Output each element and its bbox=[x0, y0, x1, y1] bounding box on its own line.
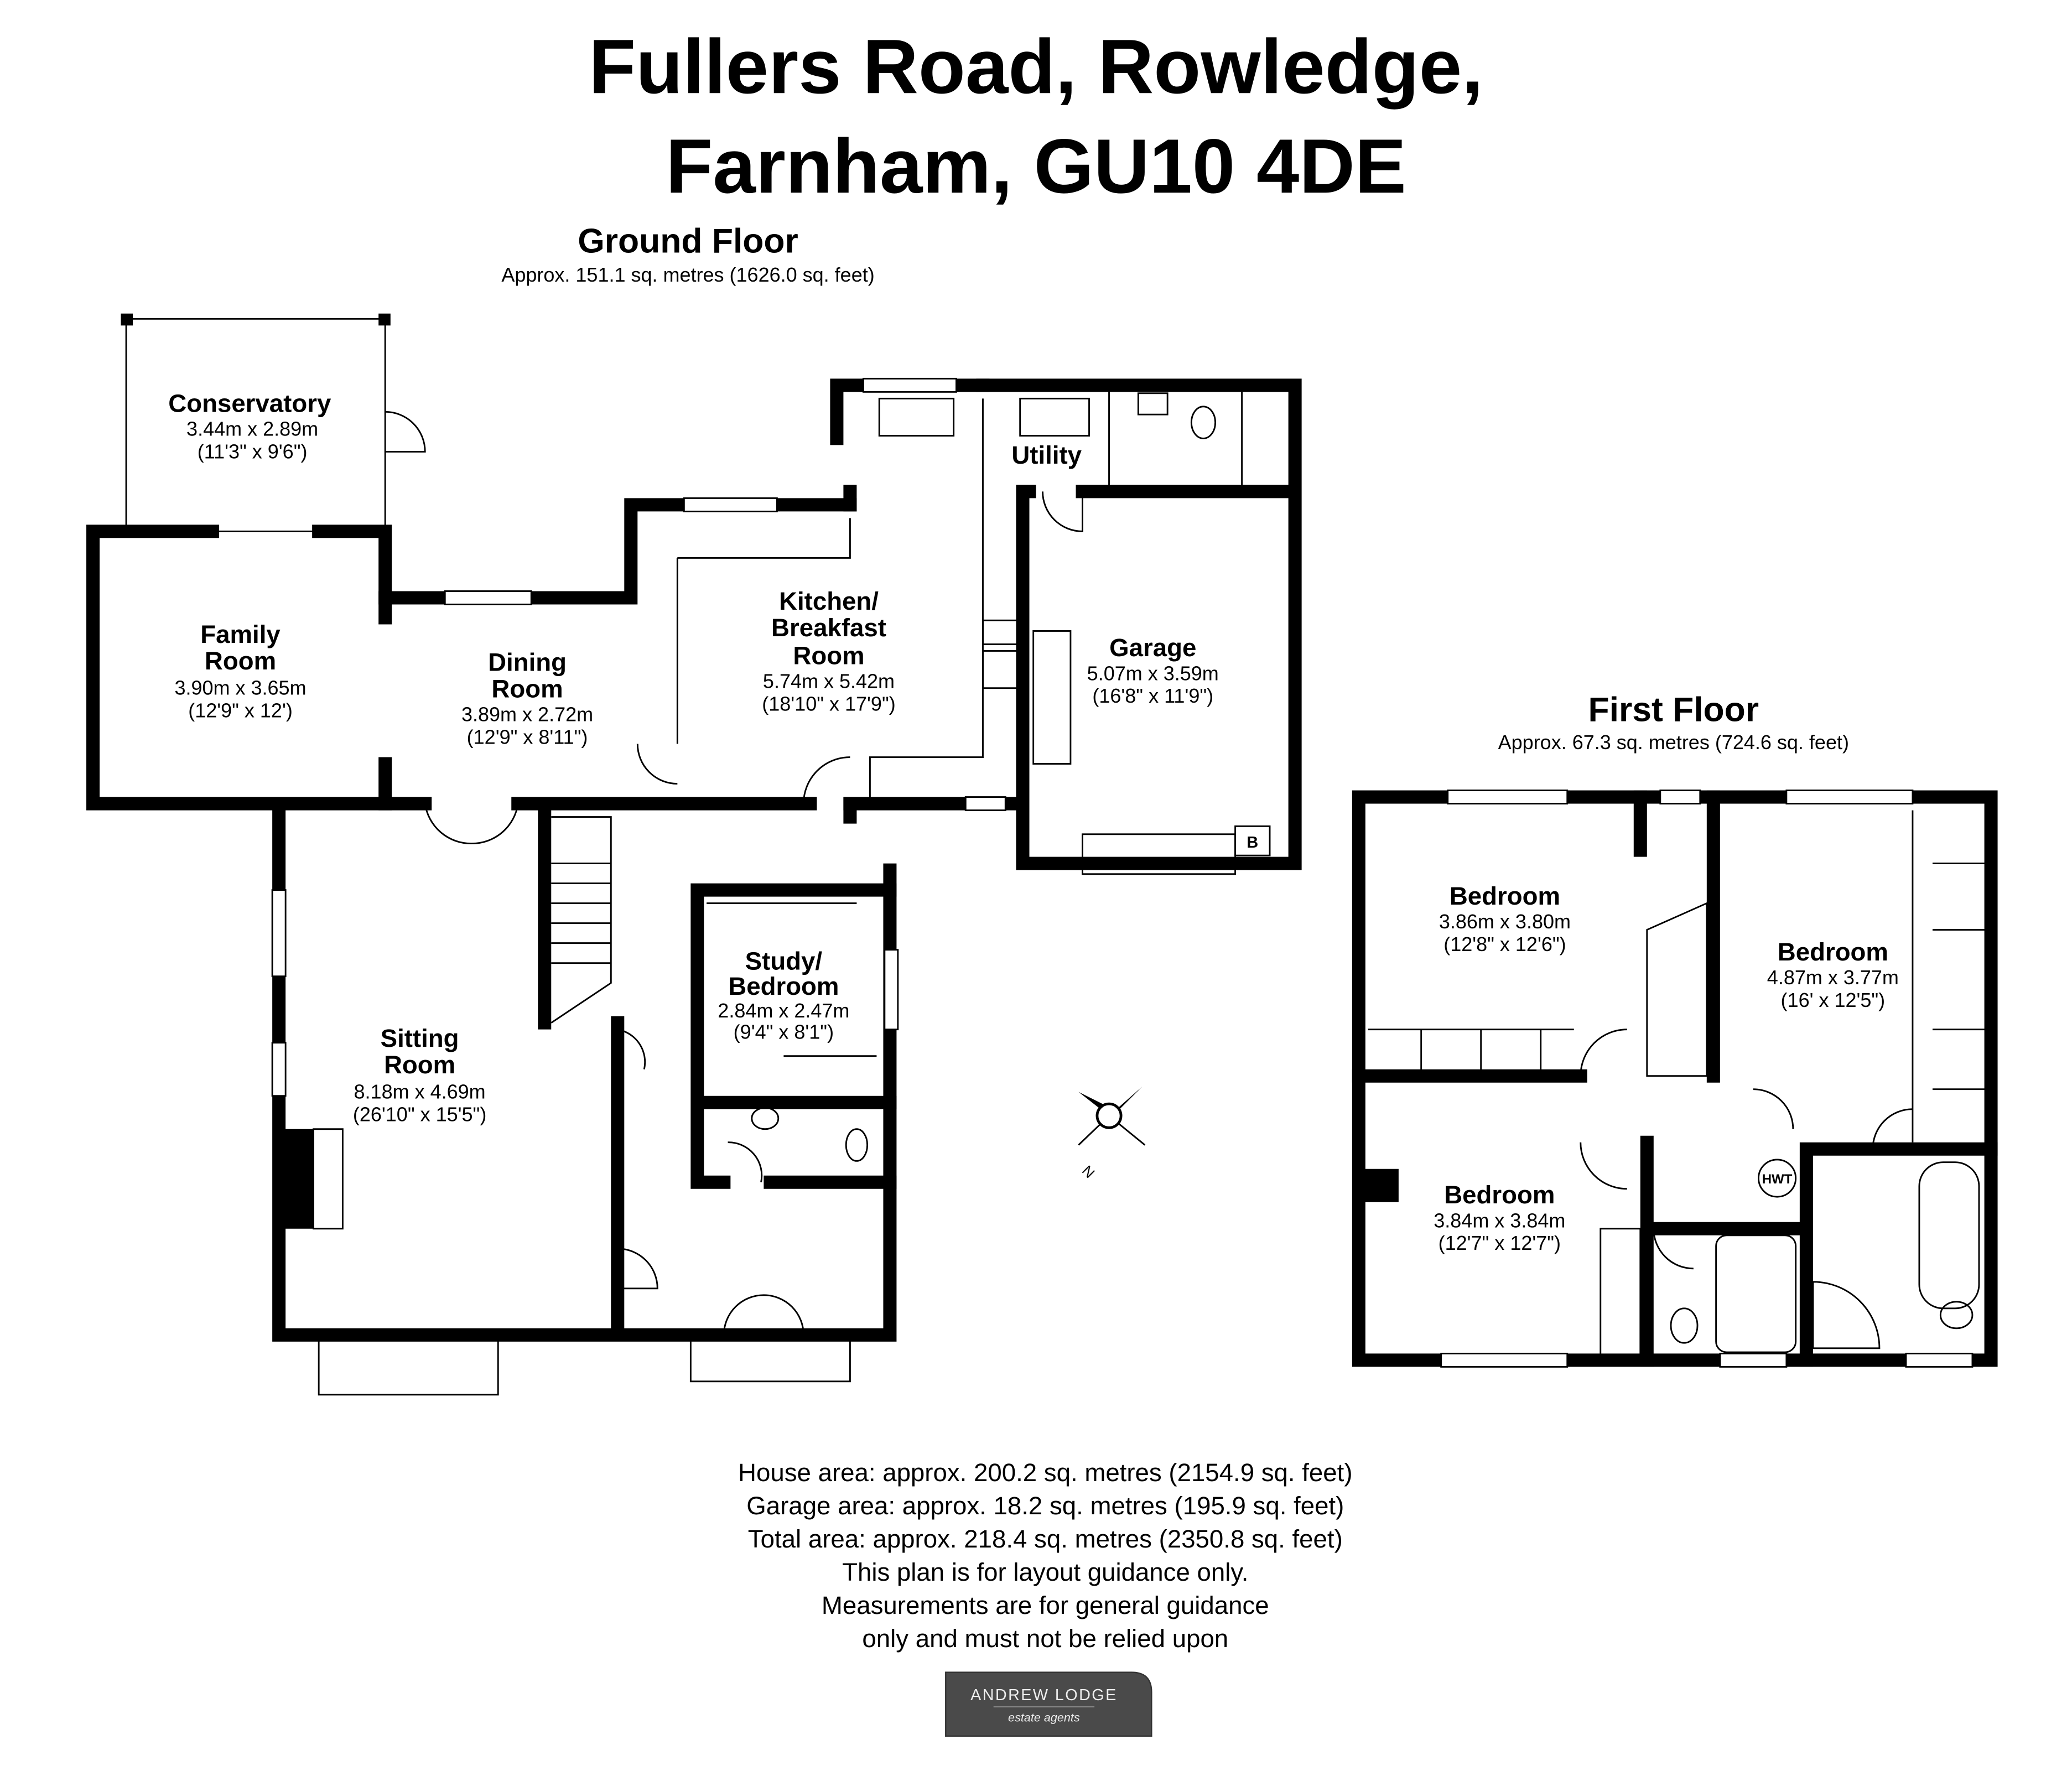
house-area: House area: approx. 200.2 sq. metres (21… bbox=[738, 1458, 1352, 1487]
svg-text:Dining: Dining bbox=[488, 648, 567, 676]
svg-text:Conservatory: Conservatory bbox=[168, 389, 331, 417]
svg-text:Study/: Study/ bbox=[745, 947, 823, 975]
svg-text:3.90m x 3.65m: 3.90m x 3.65m bbox=[174, 677, 306, 699]
disclaimer-2: Measurements are for general guidance bbox=[822, 1591, 1269, 1619]
svg-text:(16'8" x 11'9"): (16'8" x 11'9") bbox=[1092, 684, 1213, 707]
logo-name: ANDREW LODGE bbox=[970, 1686, 1118, 1704]
svg-text:Bedroom: Bedroom bbox=[1778, 938, 1888, 966]
agent-logo: ANDREW LODGE estate agents bbox=[945, 1671, 1152, 1737]
svg-text:Utility: Utility bbox=[1011, 441, 1082, 469]
room-dining: Dining Room 3.89m x 2.72m (12'9" x 8'11"… bbox=[461, 648, 593, 748]
stairs bbox=[551, 816, 612, 1024]
first-floor-heading: First Floor bbox=[1588, 691, 1759, 729]
compass-icon: N bbox=[1078, 1086, 1146, 1182]
garage-area: Garage area: approx. 18.2 sq. metres (19… bbox=[746, 1492, 1344, 1520]
bath-icon bbox=[1715, 1234, 1797, 1353]
svg-text:2.84m x 2.47m: 2.84m x 2.47m bbox=[718, 999, 849, 1022]
svg-text:Room: Room bbox=[384, 1051, 455, 1079]
svg-text:Room: Room bbox=[793, 641, 864, 669]
first-floor-plan: HWT bbox=[1352, 790, 1998, 1368]
svg-text:8.18m x 4.69m: 8.18m x 4.69m bbox=[354, 1081, 486, 1103]
utility-sink bbox=[1019, 397, 1090, 437]
room-garage: Garage 5.07m x 3.59m (16'8" x 11'9") bbox=[1087, 633, 1219, 707]
room-bedroom-3: Bedroom 3.84m x 3.84m (12'7" x 12'7") bbox=[1434, 1181, 1565, 1254]
svg-text:(12'7" x 12'7"): (12'7" x 12'7") bbox=[1439, 1232, 1561, 1254]
kitchen-sink bbox=[878, 397, 955, 437]
svg-text:Room: Room bbox=[205, 647, 276, 675]
svg-text:3.44m x 2.89m: 3.44m x 2.89m bbox=[186, 418, 318, 440]
room-utility: Utility bbox=[1011, 441, 1082, 469]
room-labels: Conservatory 3.44m x 2.89m (11'3" x 9'6"… bbox=[168, 389, 1899, 1254]
svg-text:(12'8" x 12'6"): (12'8" x 12'6") bbox=[1443, 933, 1566, 955]
first-floor-area: Approx. 67.3 sq. metres (724.6 sq. feet) bbox=[1498, 731, 1849, 754]
disclaimer-1: This plan is for layout guidance only. bbox=[842, 1558, 1248, 1586]
svg-text:Family: Family bbox=[200, 620, 281, 648]
bay-window bbox=[318, 1334, 499, 1396]
room-conservatory: Conservatory 3.44m x 2.89m (11'3" x 9'6"… bbox=[168, 389, 331, 463]
svg-text:(26'10" x 15'5"): (26'10" x 15'5") bbox=[353, 1103, 486, 1125]
svg-text:3.89m x 2.72m: 3.89m x 2.72m bbox=[461, 703, 593, 726]
area-notes: House area: approx. 200.2 sq. metres (21… bbox=[738, 1458, 1352, 1653]
svg-text:Garage: Garage bbox=[1109, 633, 1196, 662]
svg-text:(18'10" x 17'9"): (18'10" x 17'9") bbox=[762, 693, 895, 715]
room-study: Study/ Bedroom 2.84m x 2.47m (9'4" x 8'1… bbox=[718, 947, 849, 1043]
svg-text:5.74m x 5.42m: 5.74m x 5.42m bbox=[763, 670, 895, 693]
svg-text:(9'4" x 8'1"): (9'4" x 8'1") bbox=[734, 1020, 834, 1043]
boiler-label: B bbox=[1247, 834, 1258, 851]
svg-text:Room: Room bbox=[491, 675, 563, 703]
compass-north-label: N bbox=[1079, 1162, 1098, 1182]
room-kitchen: Kitchen/ Breakfast Room 5.74m x 5.42m (1… bbox=[762, 587, 895, 715]
svg-text:3.86m x 3.80m: 3.86m x 3.80m bbox=[1439, 910, 1571, 933]
double-door bbox=[424, 803, 519, 845]
logo-tagline: estate agents bbox=[1008, 1710, 1080, 1724]
hot-water-tank bbox=[1758, 1159, 1797, 1198]
svg-text:Bedroom: Bedroom bbox=[728, 972, 839, 1000]
ground-floor-plan: B bbox=[86, 313, 1302, 1396]
fireplace bbox=[313, 1128, 344, 1230]
title-line-2: Farnham, GU10 4DE bbox=[666, 123, 1406, 209]
toilet-icon bbox=[1190, 406, 1217, 439]
svg-text:5.07m x 3.59m: 5.07m x 3.59m bbox=[1087, 662, 1219, 684]
svg-text:3.84m x 3.84m: 3.84m x 3.84m bbox=[1434, 1209, 1565, 1232]
boiler bbox=[1234, 825, 1271, 856]
title-line-1: Fullers Road, Rowledge, bbox=[589, 23, 1483, 110]
svg-text:(12'9" x 8'11"): (12'9" x 8'11") bbox=[467, 726, 588, 749]
svg-text:Kitchen/: Kitchen/ bbox=[779, 587, 879, 615]
room-bedroom-1: Bedroom 3.86m x 3.80m (12'8" x 12'6") bbox=[1439, 882, 1571, 955]
svg-text:(11'3" x 9'6"): (11'3" x 9'6") bbox=[198, 440, 308, 463]
ground-floor-heading: Ground Floor bbox=[578, 222, 798, 260]
room-family: Family Room 3.90m x 3.65m (12'9" x 12') bbox=[174, 620, 306, 721]
hob-icon bbox=[982, 619, 1019, 645]
bath-icon bbox=[1918, 1161, 1980, 1310]
porch bbox=[689, 1294, 851, 1383]
svg-text:(12'9" x 12'): (12'9" x 12') bbox=[188, 699, 293, 722]
disclaimer-3: only and must not be relied upon bbox=[862, 1624, 1228, 1653]
conservatory-door bbox=[385, 411, 426, 453]
ground-floor-area: Approx. 151.1 sq. metres (1626.0 sq. fee… bbox=[501, 263, 874, 286]
hwt-label: HWT bbox=[1762, 1172, 1793, 1187]
svg-text:(16' x 12'5"): (16' x 12'5") bbox=[1781, 989, 1886, 1011]
svg-text:Breakfast: Breakfast bbox=[771, 614, 886, 642]
room-sitting: Sitting Room 8.18m x 4.69m (26'10" x 15'… bbox=[353, 1024, 486, 1125]
shower-icon bbox=[1812, 1281, 1881, 1349]
svg-text:Sitting: Sitting bbox=[381, 1024, 459, 1052]
room-bedroom-2: Bedroom 4.87m x 3.77m (16' x 12'5") bbox=[1767, 938, 1899, 1011]
stairs bbox=[1646, 902, 1708, 1077]
total-area: Total area: approx. 218.4 sq. metres (23… bbox=[748, 1525, 1343, 1553]
conservatory-glazing bbox=[125, 318, 386, 532]
svg-text:Bedroom: Bedroom bbox=[1450, 882, 1560, 910]
svg-text:Bedroom: Bedroom bbox=[1444, 1181, 1555, 1209]
svg-text:4.87m x 3.77m: 4.87m x 3.77m bbox=[1767, 966, 1899, 989]
